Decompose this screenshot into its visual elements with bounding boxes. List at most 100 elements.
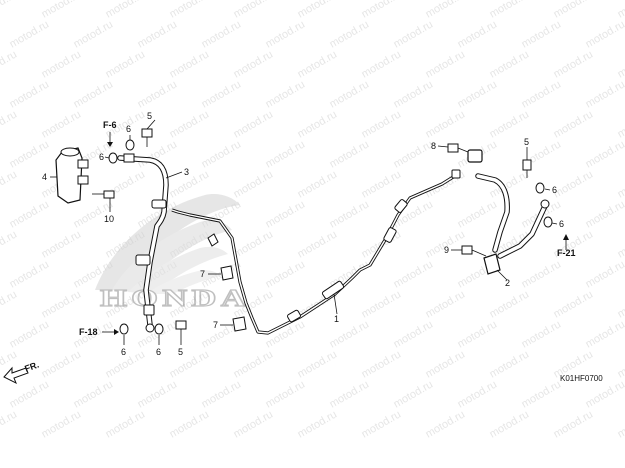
watermark-text: motod.ru: [520, 258, 564, 290]
watermark-text: motod.ru: [584, 198, 625, 230]
watermark-text: motod.ru: [552, 48, 596, 80]
watermark-text: motod.ru: [104, 48, 148, 80]
watermark-text: motod.ru: [168, 408, 212, 440]
watermark-text: motod.ru: [0, 48, 19, 80]
watermark-text: motod.ru: [328, 138, 372, 170]
watermark-text: motod.ru: [584, 18, 625, 50]
watermark-text: motod.ru: [552, 168, 596, 200]
watermark-text: motod.ru: [296, 348, 340, 380]
watermark-text: motod.ru: [200, 378, 244, 410]
watermark-text: motod.ru: [0, 408, 19, 440]
washer-6-right-a: [535, 182, 545, 194]
watermark-text: motod.ru: [136, 318, 180, 350]
watermark-text: motod.ru: [616, 168, 625, 200]
watermark-text: motod.ru: [200, 138, 244, 170]
watermark-text: motod.ru: [424, 348, 468, 380]
part-number-6-right-b: 6: [559, 219, 564, 229]
diagram-code: K01HF0700: [560, 374, 603, 383]
watermark-text: motod.ru: [168, 0, 212, 21]
rear-brake-hose: [467, 149, 550, 275]
bolt-9: [461, 245, 487, 257]
watermark-text: motod.ru: [424, 0, 468, 21]
watermark-text: motod.ru: [8, 378, 52, 410]
watermark-text: motod.ru: [136, 378, 180, 410]
watermark-text: motod.ru: [520, 318, 564, 350]
watermark-text: motod.ru: [456, 198, 500, 230]
watermark-text: motod.ru: [360, 48, 404, 80]
watermark-text: motod.ru: [72, 378, 116, 410]
watermark-text: motod.ru: [488, 108, 532, 140]
watermark-text: motod.ru: [104, 408, 148, 440]
part-number-3: 3: [184, 167, 189, 177]
watermark-text: motod.ru: [264, 378, 308, 410]
watermark-text: motod.ru: [264, 138, 308, 170]
master-cylinder: [55, 147, 89, 204]
watermark-text: motod.ru: [520, 18, 564, 50]
watermark-text: motod.ru: [488, 408, 532, 440]
watermark-text: motod.ru: [552, 108, 596, 140]
watermark-text: motod.ru: [392, 378, 436, 410]
watermark-text: motod.ru: [520, 78, 564, 110]
watermark-text: motod.ru: [392, 318, 436, 350]
watermark-text: motod.ru: [8, 138, 52, 170]
part-number-7-upper: 7: [200, 269, 205, 279]
part-number-6-top-b: 6: [99, 152, 104, 162]
watermark-text: motod.ru: [200, 18, 244, 50]
watermark-text: motod.ru: [232, 168, 276, 200]
washer-6-top-a: [125, 139, 135, 151]
watermark-text: motod.ru: [456, 78, 500, 110]
watermark-text: motod.ru: [40, 228, 84, 260]
watermark-text: motod.ru: [488, 0, 532, 21]
watermark-text: motod.ru: [584, 378, 625, 410]
watermark-text: motod.ru: [360, 168, 404, 200]
watermark-text: motod.ru: [40, 0, 84, 21]
watermark-text: motod.ru: [328, 378, 372, 410]
watermark-text: motod.ru: [360, 0, 404, 21]
part-number-4: 4: [42, 172, 47, 182]
watermark-text: motod.ru: [136, 78, 180, 110]
watermark-text: motod.ru: [264, 78, 308, 110]
bolt-10: [92, 190, 115, 199]
part-number-9: 9: [444, 245, 449, 255]
watermark-text: motod.ru: [8, 318, 52, 350]
watermark-text: motod.ru: [40, 348, 84, 380]
reference-f18: F-18: [79, 327, 98, 337]
watermark-text: motod.ru: [328, 18, 372, 50]
direction-label: FR.: [23, 360, 40, 374]
part-number-6-right-a: 6: [552, 185, 557, 195]
watermark-text: motod.ru: [424, 408, 468, 440]
watermark-text: motod.ru: [8, 78, 52, 110]
part-number-6-bottom-a: 6: [121, 347, 126, 357]
watermark-text: motod.ru: [264, 258, 308, 290]
watermark-text: motod.ru: [328, 78, 372, 110]
washer-6-bottom-a: [119, 323, 129, 335]
watermark-text: motod.ru: [552, 288, 596, 320]
watermark-text: motod.ru: [296, 228, 340, 260]
watermark-text: motod.ru: [40, 408, 84, 440]
watermark-text: motod.ru: [488, 288, 532, 320]
part-number-10: 10: [104, 214, 114, 224]
watermark-text: motod.ru: [616, 348, 625, 380]
watermark-text: motod.ru: [584, 78, 625, 110]
watermark-text: motod.ru: [296, 0, 340, 21]
watermark-text: motod.ru: [0, 228, 19, 260]
washer-6-bottom-b: [154, 323, 164, 335]
watermark-text: motod.ru: [264, 18, 308, 50]
part-number-6-top-a: 6: [126, 124, 131, 134]
reference-f21: F-21: [557, 248, 576, 258]
watermark-text: motod.ru: [424, 168, 468, 200]
watermark-text: motod.ru: [424, 108, 468, 140]
part-number-1: 1: [334, 314, 339, 324]
watermark-text: motod.ru: [232, 0, 276, 21]
watermark-text: motod.ru: [296, 108, 340, 140]
watermark-text: motod.ru: [40, 288, 84, 320]
brake-pipe: [171, 169, 461, 335]
watermark-text: motod.ru: [360, 108, 404, 140]
front-brake-hose: [117, 153, 169, 333]
watermark-text: motod.ru: [584, 318, 625, 350]
watermark-text: motod.ru: [296, 48, 340, 80]
part-number-7-lower: 7: [213, 320, 218, 330]
watermark-text: motod.ru: [392, 258, 436, 290]
watermark-text: motod.ru: [616, 0, 625, 21]
